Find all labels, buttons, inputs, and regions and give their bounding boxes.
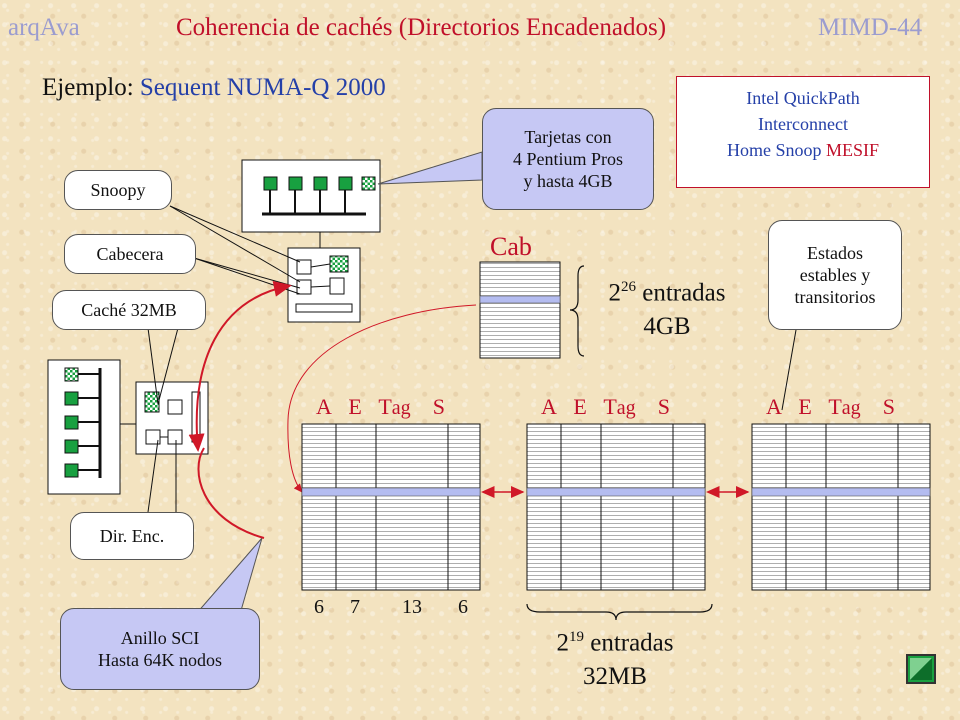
- bit-width-1: 7: [350, 596, 360, 618]
- callout-line: Tarjetas con: [524, 127, 612, 147]
- callout-line: Hasta 64K nodos: [98, 650, 222, 670]
- table-col-headers: A E Tag S: [766, 394, 895, 419]
- course-tag: arqAva: [8, 14, 80, 41]
- slide-number: MIMD-44: [818, 14, 923, 41]
- cache-tag-table: [751, 423, 931, 591]
- pentium-chip: [288, 176, 303, 191]
- node-processor-board: [47, 359, 121, 495]
- pentium-chip: [338, 176, 353, 191]
- processor-board: [241, 159, 381, 233]
- callout-line: Estados: [807, 243, 863, 263]
- sci-ring-callout: Anillo SCI Hasta 64K nodos: [60, 608, 260, 690]
- example-system: Sequent NUMA-Q 2000: [139, 74, 386, 101]
- controller-board: [287, 247, 361, 323]
- bit-width-0: 6: [314, 596, 324, 618]
- bit-width-2: 13: [402, 596, 422, 618]
- home-directory-table: [479, 261, 561, 359]
- quickpath-line: Home Snoop MESIF: [726, 140, 879, 160]
- callout-line: y hasta 4GB: [523, 171, 613, 191]
- directory-size: 4GB: [643, 313, 691, 341]
- chained-directory-callout: Dir. Enc.: [70, 512, 194, 560]
- snoopy-callout: Snoopy: [64, 170, 172, 210]
- cache-chip: [361, 176, 376, 191]
- directory-entry-highlight: [479, 295, 561, 304]
- example-heading: Ejemplo: Sequent NUMA-Q 2000: [42, 74, 386, 102]
- cache-size-callout: Caché 32MB: [52, 290, 206, 330]
- directory-entries-label: 226 entradas 4GB: [592, 270, 742, 344]
- next-slide-button[interactable]: [906, 654, 936, 684]
- callout-line: estables y: [799, 265, 871, 285]
- cache-entries-label: 219 entradas 32MB: [540, 620, 690, 694]
- pentium-chip: [263, 176, 278, 191]
- callout-line: transitorios: [794, 287, 876, 307]
- slide-title: Coherencia de cachés (Directorios Encade…: [176, 14, 667, 41]
- pentium-cards-callout: Tarjetas con 4 Pentium Pros y hasta 4GB: [482, 108, 654, 210]
- quickpath-line: Intel QuickPath: [746, 88, 860, 108]
- example-label: Ejemplo:: [42, 74, 134, 101]
- cache-tag-table: [301, 423, 481, 591]
- quickpath-line: Interconnect: [758, 114, 848, 134]
- cache-size: 32MB: [583, 663, 647, 691]
- cabecera-callout: Cabecera: [64, 234, 196, 274]
- nav-arrow-icon: [910, 658, 932, 680]
- states-callout: Estados estables y transitorios: [768, 220, 902, 330]
- bit-width-3: 6: [458, 596, 468, 618]
- table-col-headers: A E Tag S: [541, 394, 670, 419]
- cache-tag-table: [526, 423, 706, 591]
- quickpath-note: Intel QuickPath Interconnect Home Snoop …: [676, 76, 930, 188]
- table-col-headers: A E Tag S: [316, 394, 445, 419]
- callout-line: Anillo SCI: [120, 628, 200, 648]
- cab-label: Cab: [490, 232, 532, 261]
- pentium-chip: [313, 176, 328, 191]
- callout-line: 4 Pentium Pros: [512, 149, 623, 169]
